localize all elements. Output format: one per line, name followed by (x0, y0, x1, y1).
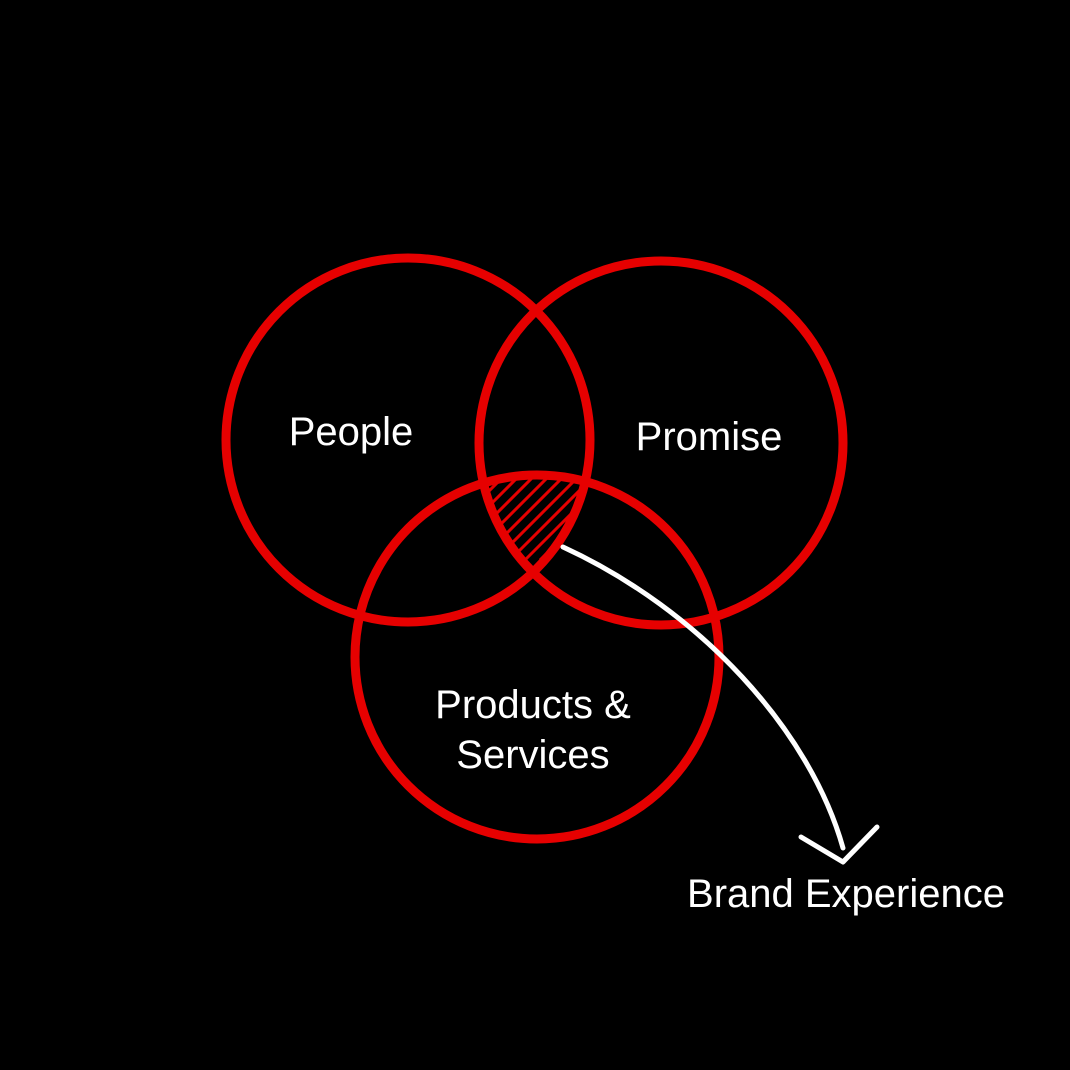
label-promise: Promise (636, 415, 783, 459)
circle-people (221, 253, 595, 627)
label-people: People (289, 410, 414, 454)
circle-promise (474, 256, 848, 630)
arrow-head-icon (798, 824, 880, 865)
label-products-line2: Services (456, 733, 609, 777)
circle-products-services (350, 470, 724, 844)
label-products-line1: Products & (435, 683, 631, 727)
label-brand-experience: Brand Experience (687, 872, 1005, 916)
arrow-curve (560, 544, 846, 851)
